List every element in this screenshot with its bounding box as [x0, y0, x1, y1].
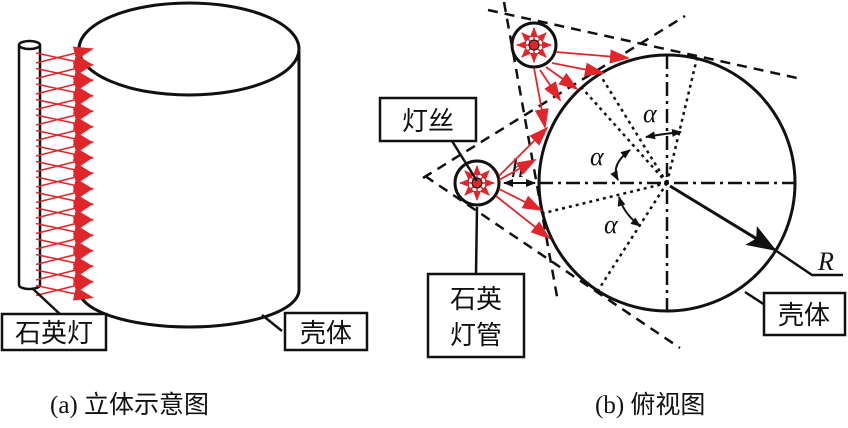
ray-arrow: [35, 108, 94, 126]
ray-arrow: [35, 124, 94, 142]
filament-label-box: [378, 96, 478, 143]
ray-arrow: [35, 263, 94, 281]
filament-ray: [521, 32, 532, 43]
ray-arrow: [35, 98, 94, 115]
ray-arrow: [35, 155, 94, 173]
caption-b: (b) 俯视图: [595, 391, 705, 419]
ray-arrow: [35, 222, 94, 239]
caption-a: (a) 立体示意图: [50, 391, 209, 419]
ray-arrow: [35, 191, 94, 208]
radiation-rays-top: [495, 49, 630, 240]
ray-arrow: [498, 188, 543, 211]
angle-label-bottom: α: [604, 210, 619, 239]
filament-core: [471, 177, 483, 189]
panel-b-top-view: α α α R h 灯丝 石英 灯管 壳体 (b) 俯视图: [378, 1, 847, 419]
ray-arrow: [35, 284, 94, 301]
ray-arrow: [35, 77, 94, 95]
shell-leader-line-b: [744, 290, 766, 307]
ray-arrow: [35, 93, 94, 111]
filament-ray: [479, 170, 490, 181]
lamp-top-left: [453, 159, 501, 207]
ray-arrow: [555, 49, 630, 64]
cylinder-shell: [77, 1, 301, 329]
ray-arrow: [35, 170, 94, 188]
shell-label-box-b: [762, 291, 847, 337]
radiation-rays-3d: [35, 46, 94, 301]
ray-arrow: [35, 248, 94, 266]
shell-label-b: 壳体: [778, 301, 830, 331]
radius-arrow: [669, 184, 777, 252]
ray-arrow: [545, 66, 579, 91]
ray-arrow: [35, 238, 94, 255]
filament-ray: [521, 47, 532, 58]
quartz-tube-leader-line: [474, 206, 479, 276]
lamp-top-upper: [510, 21, 558, 69]
ray-arrow: [35, 186, 94, 204]
angle-label-mid: α: [590, 142, 605, 171]
lamp-leader-line: [31, 287, 63, 317]
angle-label-top: α: [643, 99, 658, 128]
ray-arrow: [35, 46, 94, 64]
radius-label: R: [817, 247, 834, 276]
ray-arrow: [498, 159, 537, 181]
radius-leader: [774, 248, 843, 277]
ray-arrow: [551, 62, 605, 77]
angle-division-lines: [539, 57, 699, 293]
ray-arrow: [35, 176, 94, 193]
ray-arrow: [35, 201, 94, 219]
ray-arrow: [35, 139, 94, 157]
ray-arrow: [35, 62, 94, 80]
quartz-tube-label-line2: 灯管: [450, 321, 502, 351]
shell-leader-line-a: [261, 314, 283, 332]
quartz-tube-label-box: [426, 272, 526, 359]
ray-arrow: [35, 145, 94, 162]
filament-leader-line: [450, 140, 479, 182]
filament-ray: [536, 47, 547, 58]
ray-arrow: [35, 67, 94, 84]
ray-arrow: [35, 269, 94, 286]
filament-ray: [464, 185, 475, 196]
filament-ray: [479, 185, 490, 196]
lamp-label-box: [0, 312, 108, 352]
ray-arrow: [35, 83, 94, 100]
ray-arrow: [539, 69, 562, 102]
ray-arrow: [35, 114, 94, 131]
filament-label: 灯丝: [402, 107, 454, 137]
ray-arrow: [495, 195, 551, 240]
angle-markers: [610, 128, 682, 227]
shell-label-box-a: [283, 311, 369, 352]
filament-ray: [464, 170, 475, 181]
ray-arrow: [35, 232, 94, 250]
filament-core: [528, 39, 540, 51]
ray-arrow: [35, 129, 94, 146]
ray-arrow: [35, 207, 94, 224]
panel-a-3d-view: 石英灯 壳体 (a) 立体示意图: [0, 1, 369, 419]
ray-arrow: [533, 67, 549, 129]
lamp-label: 石英灯: [15, 319, 93, 349]
quartz-tube-label-line1: 石英: [450, 285, 502, 315]
ray-arrow: [498, 126, 549, 177]
ray-arrow: [35, 253, 94, 270]
shell-label-a: 壳体: [300, 319, 352, 349]
ray-arrow: [35, 160, 94, 177]
ray-arrow: [35, 279, 94, 297]
filament-ray: [536, 32, 547, 43]
ray-arrow: [35, 217, 94, 235]
